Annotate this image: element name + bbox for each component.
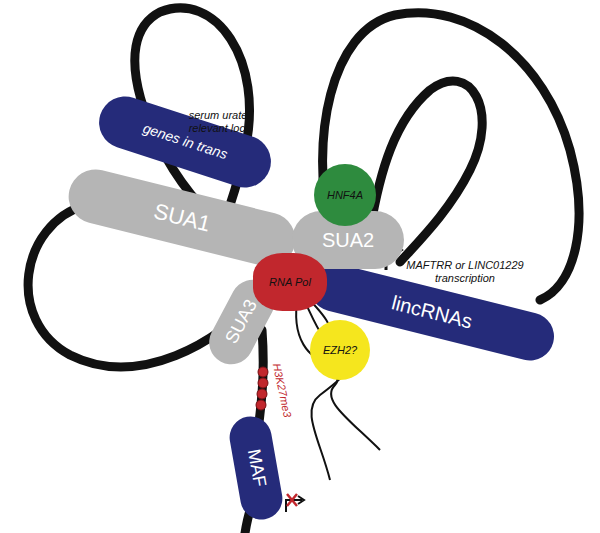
node-label: HNF4A xyxy=(327,189,363,201)
histone-mark xyxy=(258,367,268,377)
annotation-text: serum urate relevant loci xyxy=(176,109,260,134)
node-label: SUA2 xyxy=(322,229,374,251)
block-cross xyxy=(287,494,297,506)
node-label: lincRNAs xyxy=(389,291,474,332)
histone-mark xyxy=(256,400,266,410)
gene-region: MAF xyxy=(226,413,285,523)
histone-mark xyxy=(258,378,268,388)
polymerase-blob: RNA Pol xyxy=(253,253,327,311)
protein-circle: EZH2? xyxy=(310,320,370,380)
histone-mark xyxy=(257,389,267,399)
node-label: MAF xyxy=(243,448,269,489)
node-label: EZH2? xyxy=(323,344,357,356)
node-label: RNA Pol xyxy=(269,276,311,288)
histone-mark-label: H3K27me3 xyxy=(269,354,296,425)
annotation-text: MAFTRR or LINC01229 transcription xyxy=(404,259,526,284)
node-label: SUA1 xyxy=(151,199,213,236)
protein-circle: HNF4A xyxy=(314,164,376,226)
node-label: SUA3 xyxy=(222,297,262,348)
tss-arrow-head xyxy=(298,496,304,504)
